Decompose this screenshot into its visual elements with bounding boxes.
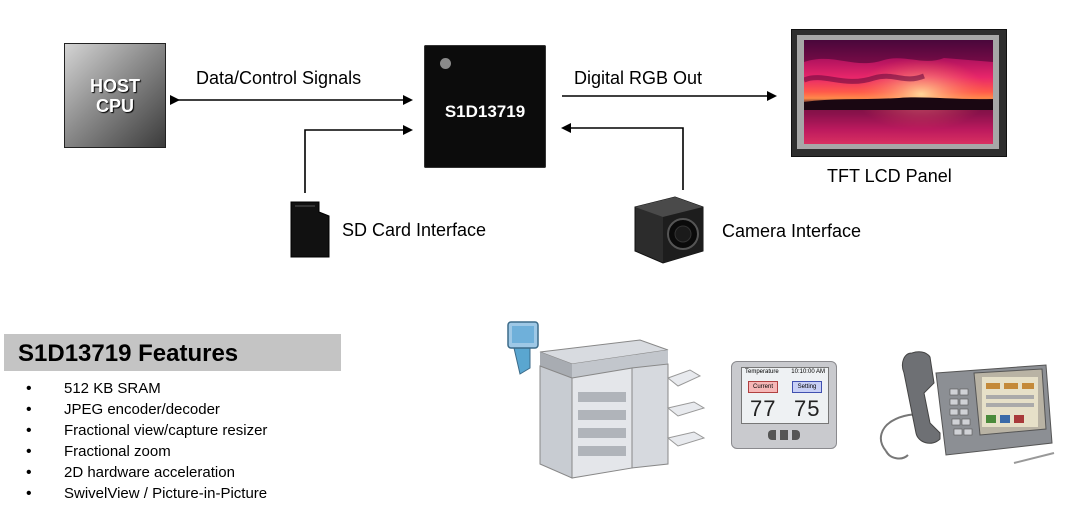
feature-item: 512 KB SRAM xyxy=(22,378,267,399)
desk-phone-icon xyxy=(879,351,1055,464)
sd-card-caption: SD Card Interface xyxy=(342,220,487,240)
thermostat-header-left: Temperature xyxy=(745,369,779,375)
thermostat-screen: Temperature 10:10:00 AM Current Setting … xyxy=(741,367,829,424)
sunset-image-icon xyxy=(804,40,993,144)
thermostat-setting-value: 75 xyxy=(794,396,821,421)
thermostat-current-button: Current xyxy=(748,381,778,393)
lcd-panel-screen xyxy=(804,40,993,144)
host-cpu-label-line1: HOST xyxy=(89,75,140,96)
host-cpu-block: HOST CPU xyxy=(64,43,166,148)
camera-arrow xyxy=(561,123,684,190)
chip-label: S1D13719 xyxy=(444,102,526,121)
s1d13719-chip: S1D13719 xyxy=(424,45,546,168)
data-control-label: Data/Control Signals xyxy=(196,68,362,88)
features-title: S1D13719 Features xyxy=(18,340,239,367)
thermostat-button-icon xyxy=(792,430,800,440)
printer-copier-icon xyxy=(507,321,706,479)
thermostat-button-icon xyxy=(768,430,776,440)
feature-item: SwivelView / Picture-in-Picture xyxy=(22,483,267,504)
camera-caption: Camera Interface xyxy=(722,221,862,241)
camera-icon xyxy=(629,193,707,267)
chip-pin1-dot xyxy=(440,58,451,69)
sd-card-icon xyxy=(289,200,331,259)
feature-item: Fractional view/capture resizer xyxy=(22,420,267,441)
digital-rgb-label: Digital RGB Out xyxy=(574,68,703,88)
features-header-bar xyxy=(4,334,341,371)
thermostat-device: Temperature 10:10:00 AM Current Setting … xyxy=(731,361,837,449)
thermostat-header-right: 10:10:00 AM xyxy=(791,369,825,375)
feature-list: 512 KB SRAM JPEG encoder/decoder Fractio… xyxy=(22,378,267,504)
feature-item: JPEG encoder/decoder xyxy=(22,399,267,420)
feature-item: Fractional zoom xyxy=(22,441,267,462)
sd-card-arrow xyxy=(304,125,413,193)
host-cpu-label-line2: CPU xyxy=(95,95,134,116)
lcd-caption: TFT LCD Panel xyxy=(827,166,952,186)
thermostat-current-value: 77 xyxy=(750,396,777,421)
feature-item: 2D hardware acceleration xyxy=(22,462,267,483)
thermostat-button-icon xyxy=(780,430,788,440)
thermostat-setting-button: Setting xyxy=(792,381,822,393)
